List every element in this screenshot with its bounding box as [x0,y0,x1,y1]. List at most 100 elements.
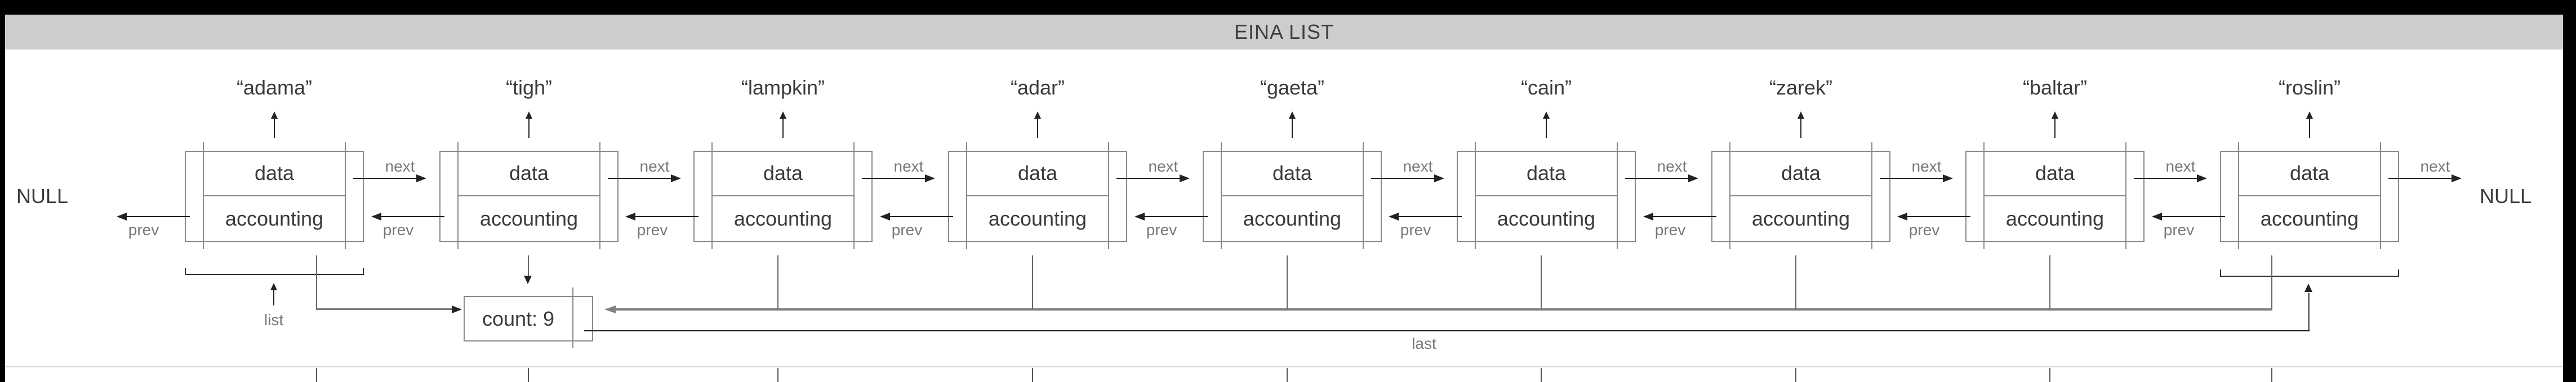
data-arrow-line [1800,118,1801,138]
accounting-line-continuation [2271,368,2272,382]
data-arrowhead-icon [1798,111,1804,119]
prev-arrow-line [381,216,444,217]
node-field-divider [2239,195,2381,196]
node-name-label-adama: “adama” [236,76,313,99]
node-accounting-field: accounting [2005,206,2105,230]
next-arrow-line [353,178,416,179]
list-node-adar [948,151,1127,242]
node-accounting-field: accounting [479,206,579,230]
accounting-pointer-line [316,255,317,310]
prev-label: prev [891,221,923,239]
prev-arrow-line [2162,216,2225,217]
node-inner-right-edge [2380,142,2381,249]
prev-label: prev [2163,221,2195,239]
bus-arrowhead-icon [604,305,616,313]
node-field-divider [458,195,600,196]
node-data-field: data [254,161,295,185]
node-field-divider [1730,195,1872,196]
prev-arrowhead-icon [880,213,890,221]
node-name-label-zarek: “zarek” [1769,76,1832,99]
node-accounting-field: accounting [988,206,1087,230]
prev-arrowhead-icon [1134,213,1145,221]
next-label: next [1403,158,1433,175]
prev-label: prev [1908,221,1940,239]
list-node-roslin [2220,151,2399,242]
next-label: next [639,158,670,175]
node-field-divider [203,195,345,196]
accounting-pointer-elbow [316,308,452,310]
node-data-field: data [1017,161,1058,185]
node-accounting-field: accounting [2260,206,2359,230]
node-accounting-field: accounting [733,206,833,230]
list-node-lampkin [693,151,873,242]
next-label: next [385,158,415,175]
list-node-cain [1457,151,1636,242]
data-arrow-line [2054,118,2056,138]
data-arrow-line [782,118,784,138]
next-arrowhead-icon [416,174,426,182]
prev-label: prev [1654,221,1686,239]
accounting-line-continuation [1541,368,1542,382]
node-inner-right-edge [1617,142,1618,249]
list-node-gaeta [1203,151,1382,242]
node-name-label-baltar: “baltar” [2022,76,2088,99]
accounting-pointer-line [2271,255,2272,309]
count-text: count: 9 [482,307,555,330]
next-arrowhead-icon [1943,174,1953,182]
next-label: next [1148,158,1178,175]
prev-arrowhead-icon [2152,213,2162,221]
count-box [464,296,593,341]
prev-label: prev [1146,221,1177,239]
data-arrow-line [528,118,530,138]
node-accounting-field: accounting [1751,206,1850,230]
list-node-baltar [1965,151,2145,242]
node-inner-right-edge [2125,142,2126,249]
node-inner-right-edge [345,142,346,249]
frame-left-border [0,0,5,382]
next-label: next [2420,158,2450,175]
last-label: last [1412,335,1436,352]
node-field-divider [1221,195,1363,196]
prev-arrowhead-icon [625,213,635,221]
next-arrow-line [2134,178,2197,179]
accounting-arrowhead-icon [524,276,532,284]
next-arrow-line [608,178,671,179]
accounting-line-continuation [316,368,317,382]
data-arrowhead-icon [526,111,532,119]
node-field-divider [967,195,1109,196]
node-data-field: data [763,161,803,185]
accounting-pointer-line [1541,255,1542,309]
accounting-pointer-line [777,255,778,309]
prev-arrow-line [1907,216,1970,217]
next-label: next [2165,158,2196,175]
list-node-tigh [439,151,619,242]
next-arrowhead-icon [671,174,681,182]
list-node-zarek [1711,151,1890,242]
next-label: next [893,158,924,175]
frame-right-border [2563,0,2576,382]
accounting-pointer-line [528,255,529,276]
prev-arrow-line [635,216,698,217]
data-arrow-line [2309,118,2310,138]
node-name-label-roslin: “roslin” [2278,76,2341,99]
prev-arrowhead-icon [371,213,381,221]
window-titlebar: EINA LIST [5,15,2563,50]
node-name-label-lampkin: “lampkin” [741,76,825,99]
count-box-divider [572,287,573,348]
prev-arrow-line [890,216,953,217]
node-accounting-field: accounting [1497,206,1596,230]
data-arrow-line [1037,118,1038,138]
data-arrowhead-icon [1543,111,1550,119]
next-arrow-line [1880,178,1943,179]
accounting-pointer-line [1287,255,1288,309]
prev-label: prev [1400,221,1431,239]
next-arrow-line [862,178,925,179]
node-accounting-field: accounting [225,206,324,230]
accounting-pointer-line [1795,255,1796,309]
prev-arrowhead-icon [117,213,127,221]
last-arrowhead-icon [2304,284,2312,292]
data-arrow-line [274,118,275,138]
data-arrowhead-icon [2306,111,2313,119]
node-inner-right-edge [853,142,855,249]
prev-arrowhead-icon [1897,213,1907,221]
